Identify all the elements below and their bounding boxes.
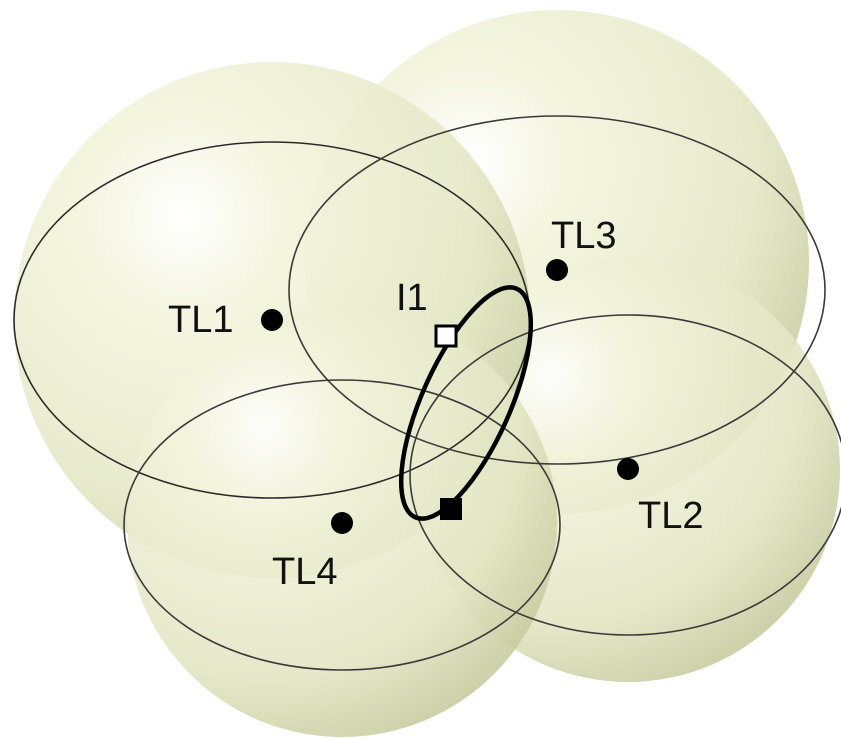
point-tl3: [546, 259, 568, 281]
equator-tl3: [288, 115, 826, 465]
intersection-curve: [398, 285, 534, 521]
equator-tl4: [123, 379, 561, 671]
label-tl1: TL1: [168, 299, 233, 341]
point-tl2: [617, 458, 639, 480]
marker-i1-open-square: [434, 324, 458, 348]
equator-tl2: [409, 314, 841, 636]
equator-group: [13, 115, 841, 671]
sphere-group: [14, 10, 840, 737]
labels-group: TL1 TL3 TL2 TL4 I1: [168, 215, 703, 593]
point-tl4: [331, 512, 353, 534]
label-tl3: TL3: [551, 215, 616, 257]
label-tl4: TL4: [272, 551, 337, 593]
point-tl1: [261, 309, 283, 331]
marker-filled-square: [440, 498, 462, 520]
label-i1: I1: [396, 277, 428, 319]
label-tl2: TL2: [638, 495, 703, 537]
points-group: [261, 259, 639, 534]
